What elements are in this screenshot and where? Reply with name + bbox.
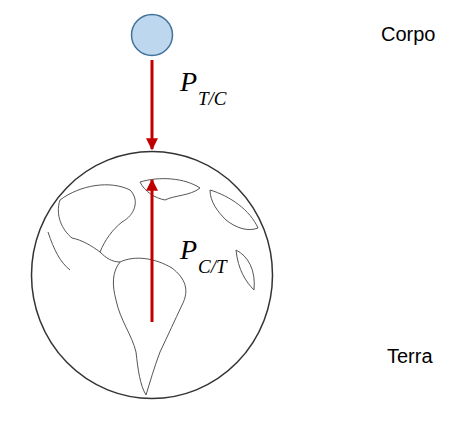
- node-outline: [130, 13, 174, 57]
- body-circle: Corpo: [130, 13, 174, 57]
- node-label: Terra: [387, 345, 433, 368]
- node-outline: [30, 150, 274, 400]
- continent-outlines: [48, 179, 258, 395]
- earth-globe: Terra: [30, 150, 274, 400]
- force-arrow: [151, 60, 154, 149]
- force-arrow: [151, 180, 154, 322]
- force-symbol: P: [180, 234, 197, 266]
- force-subscript: C/T: [198, 256, 227, 278]
- node-label: Corpo: [381, 23, 435, 46]
- force-subscript: T/C: [198, 88, 227, 110]
- force-symbol: P: [180, 66, 197, 98]
